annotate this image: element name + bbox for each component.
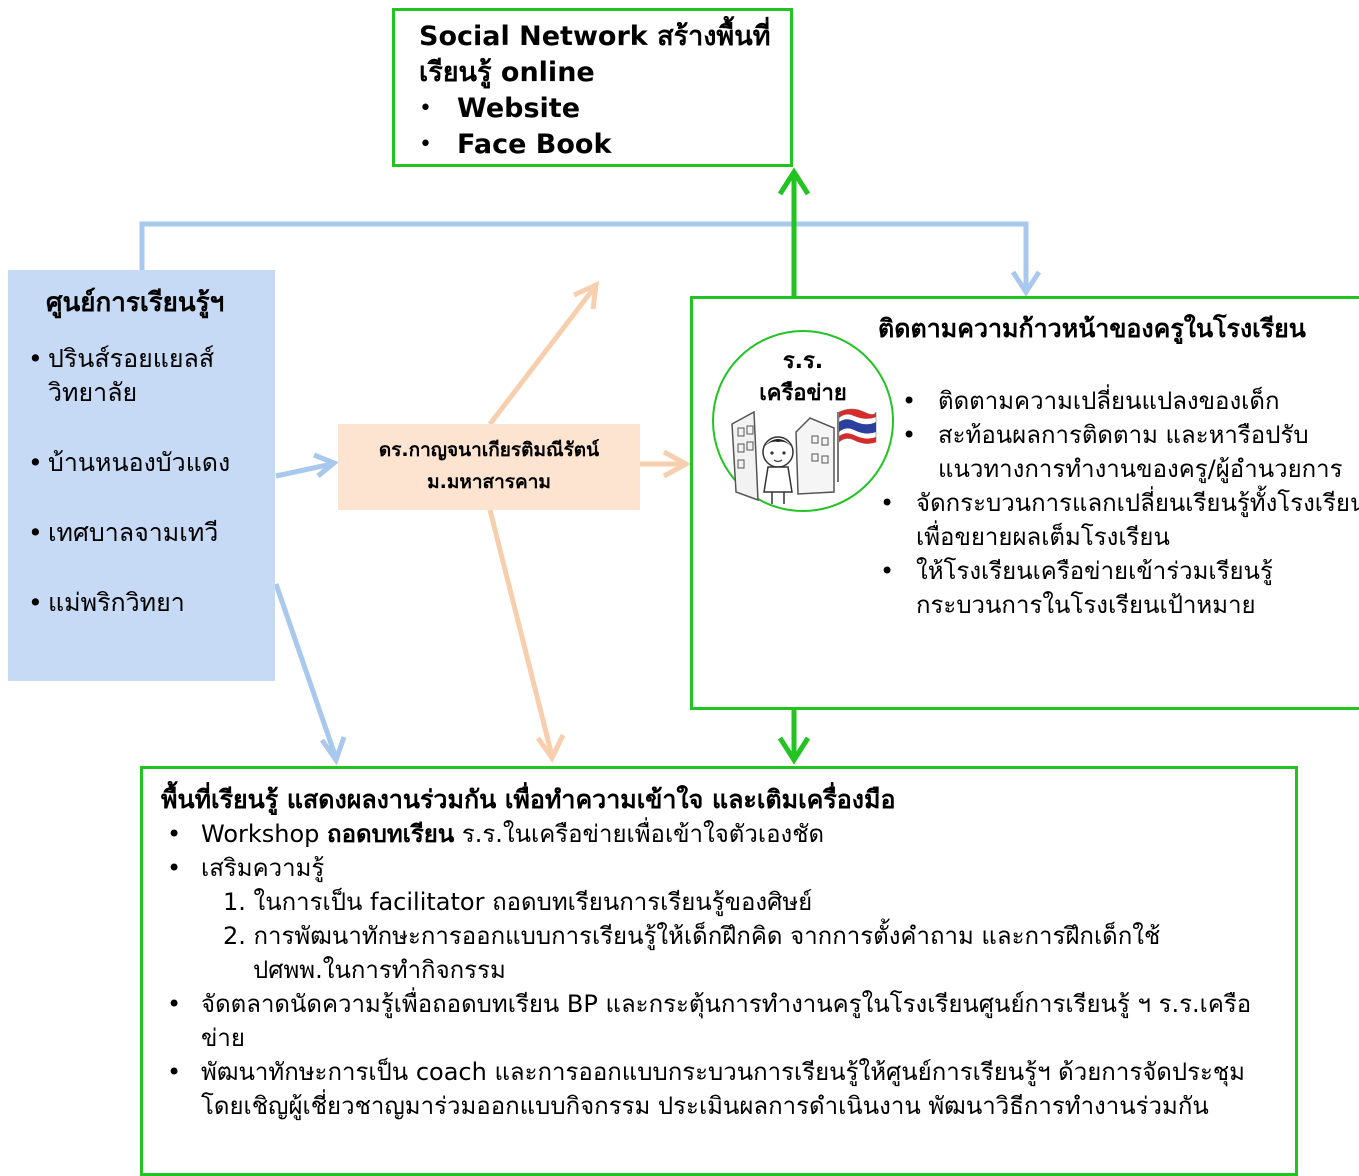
list-item: ติดตามความเปลี่ยนแปลงของเด็ก — [878, 384, 1348, 418]
social-network-list: Website Face Book — [419, 91, 790, 163]
sub2-line2: ปศพพ.ในการทำกิจกรรม — [253, 956, 506, 984]
blue-arrowhead-right-box — [1010, 270, 1042, 297]
social-network-title: Social Network สร้างพื้นที่เรียนรู้ onli… — [419, 21, 771, 88]
list-item: เทศบาลจามเทวี — [28, 516, 275, 550]
blue-arrow-to-bottom — [273, 583, 339, 759]
workshop-bold-text: ถอดบทเรียน — [327, 820, 455, 848]
progress-tracking-title: ติดตามความก้าวหน้าของครูในโรงเรียน — [878, 314, 1306, 343]
learning-space-box: พื้นที่เรียนรู้ แสดงผลงานร่วมกัน เพื่อทำ… — [140, 766, 1298, 1176]
network-school-label-line2: เครือข่าย — [759, 381, 847, 406]
blue-connector-top — [139, 221, 1029, 290]
list-item: พัฒนาทักษะการเป็น coach และการออกแบบกระบ… — [161, 1055, 1281, 1123]
peach-arrow-up — [488, 286, 596, 426]
advisor-box: ดร.กาญจนาเกียรติมณีรัตน์ ม.มหาสารคาม — [338, 424, 640, 510]
green-arrowhead-up — [777, 167, 811, 196]
list-item: สะท้อนผลการติดตาม และหารือปรับแนวทางการท… — [878, 418, 1348, 486]
list-item: บ้านหนองบัวแดง — [28, 446, 275, 480]
learning-center-box: ศูนย์การเรียนรู้ฯ ปรินส์รอยแยลส์วิทยาลัย… — [8, 270, 275, 681]
advisor-university: ม.มหาสารคาม — [427, 471, 551, 493]
list-item: จัดกระบวนการแลกเปลี่ยนเรียนรู้ทั้งโรงเรี… — [878, 486, 1359, 554]
list-item: Website — [419, 91, 790, 127]
network-school-circle — [712, 330, 894, 512]
peach-arrowhead-right — [662, 449, 692, 479]
blue-arrowhead-bottom — [319, 736, 347, 766]
peach-arrowhead-up — [572, 280, 600, 310]
learning-space-list: Workshop ถอดบทเรียน ร.ร.ในเครือข่ายเพื่อ… — [161, 817, 1295, 1123]
sub2-line1: 2. การพัฒนาทักษะการออกแบบการเรียนรู้ให้เ… — [223, 922, 1161, 950]
list-item: ให้โรงเรียนเครือข่ายเข้าร่วมเรียนรู้กระบ… — [878, 554, 1346, 622]
list-subitem: 1. ในการเป็น facilitator ถอดบทเรียนการเร… — [223, 888, 813, 916]
blue-arrowhead-center — [313, 452, 339, 478]
social-network-box: Social Network สร้างพื้นที่เรียนรู้ onli… — [392, 8, 793, 167]
peach-arrow-down — [487, 509, 555, 757]
peach-arrowhead-down — [535, 733, 566, 763]
school-children-thai-flag-icon — [731, 408, 877, 504]
list-item: ปรินส์รอยแยลส์วิทยาลัย — [28, 342, 258, 410]
learning-center-title: ศูนย์การเรียนรู้ฯ — [46, 288, 225, 318]
list-item: แม่พริกวิทยา — [28, 586, 275, 620]
blue-arrow-to-center — [275, 461, 333, 479]
list-subitem: 2. การพัฒนาทักษะการออกแบบการเรียนรู้ให้เ… — [161, 919, 1295, 987]
network-school-label-line1: ร.ร. — [782, 349, 824, 374]
list-item: Face Book — [419, 127, 790, 163]
list-item: Workshop ถอดบทเรียน ร.ร.ในเครือข่ายเพื่อ… — [161, 817, 1295, 851]
progress-tracking-list: ติดตามความเปลี่ยนแปลงของเด็ก สะท้อนผลการ… — [878, 384, 1359, 622]
learning-space-title: พื้นที่เรียนรู้ แสดงผลงานร่วมกัน เพื่อทำ… — [161, 785, 896, 814]
workshop-text: Workshop — [201, 820, 328, 848]
list-item: จัดตลาดนัดความรู้เพื่อถอดบทเรียน BP และก… — [161, 987, 1281, 1055]
workshop-text-rest: ร.ร.ในเครือข่ายเพื่อเข้าใจตัวเองชัด — [454, 820, 825, 848]
learning-center-list: ปรินส์รอยแยลส์วิทยาลัย บ้านหนองบัวแดง เท… — [28, 342, 275, 620]
green-arrowhead-down — [777, 736, 811, 765]
list-item: เสริมความรู้ — [161, 851, 1295, 885]
network-school-label: ร.ร. เครือข่าย — [712, 346, 894, 410]
advisor-name: ดร.กาญจนาเกียรติมณีรัตน์ — [378, 439, 600, 461]
